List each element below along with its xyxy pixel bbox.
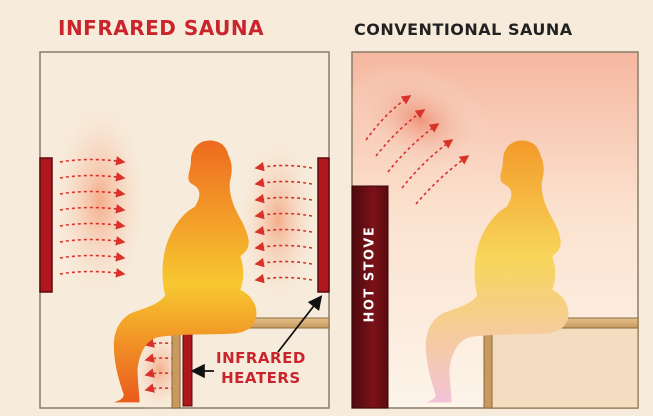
heat-glow-left [48, 90, 152, 310]
bench-leg [172, 328, 180, 408]
infrared-sauna-title: INFRARED SAUNA [58, 16, 264, 40]
bench-front [484, 328, 638, 408]
bench-heater [183, 330, 192, 406]
conventional-sauna-title: CONVENTIONAL SAUNA [354, 20, 573, 39]
wall-heater-left [40, 158, 52, 292]
wall-heater-right [318, 158, 329, 292]
heaters-label-line1: INFRARED [216, 349, 306, 367]
conventional-sauna-panel [327, 40, 638, 408]
bench-leg [484, 328, 492, 408]
heaters-label-line2: HEATERS [221, 369, 301, 387]
infrared-heaters-label: INFRARED HEATERS [216, 348, 306, 388]
heat-glow-right [236, 130, 320, 310]
hot-stove-label: HOT STOVE [363, 253, 378, 323]
